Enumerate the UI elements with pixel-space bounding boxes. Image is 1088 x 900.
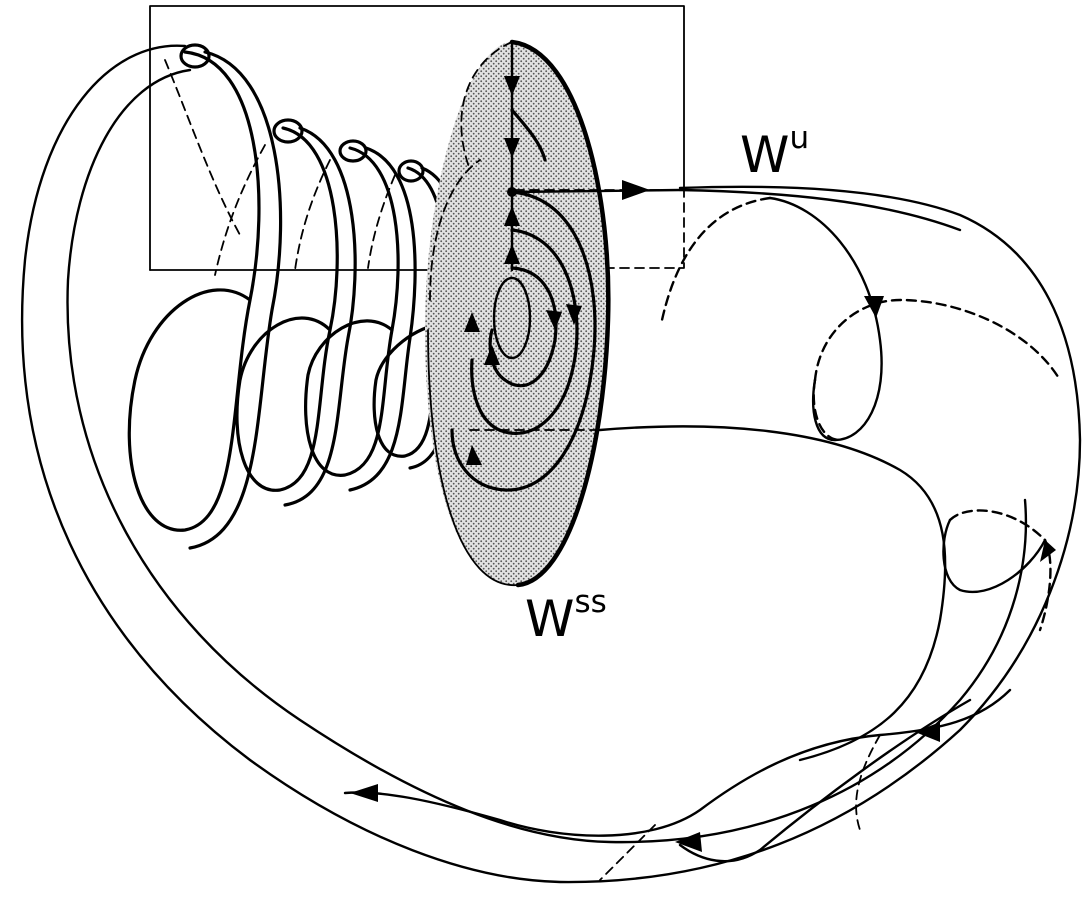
arrow-ring-3 xyxy=(464,312,480,332)
arrow-return-2 xyxy=(675,832,702,852)
flow-arrowheads xyxy=(350,76,1056,852)
arrow-stable-up-2 xyxy=(504,244,520,264)
outer-return-loop xyxy=(21,44,1082,884)
arrow-return-1 xyxy=(915,722,940,742)
arrow-return-3 xyxy=(350,784,378,802)
arrow-stable-up-1 xyxy=(504,206,520,226)
stable-manifold-disc xyxy=(425,39,661,588)
arrow-ring-4 xyxy=(484,345,500,365)
arrow-loop-2 xyxy=(1040,540,1056,562)
unstable-manifold-label: Wu xyxy=(740,120,809,184)
lower-return-flow xyxy=(343,688,1012,881)
arrow-stable-down-2 xyxy=(504,138,520,158)
arrow-unstable-exit xyxy=(622,180,650,200)
strong-stable-manifold-label: Wss xyxy=(525,584,607,648)
helical-tube-coils xyxy=(127,43,471,550)
fixed-point xyxy=(507,187,517,197)
arrow-ring-2 xyxy=(566,304,582,325)
arrow-stable-down-1 xyxy=(504,76,520,96)
arrow-ring-5 xyxy=(466,445,482,465)
arrow-loop-1 xyxy=(864,296,884,318)
unstable-manifold-loops xyxy=(510,188,1062,632)
arrow-ring-1 xyxy=(546,310,562,330)
